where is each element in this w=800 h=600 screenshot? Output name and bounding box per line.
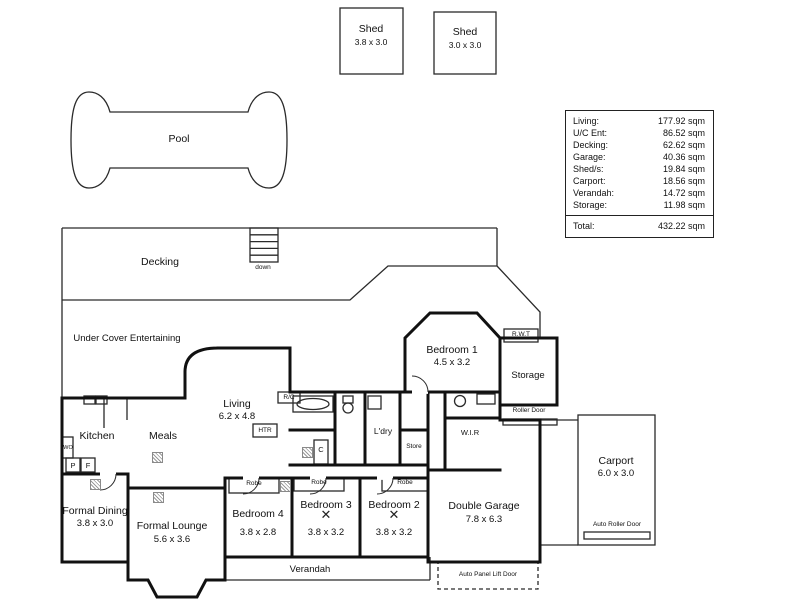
- pool-label: Pool: [168, 133, 190, 145]
- vent-hatch-icon: [302, 447, 313, 458]
- under-cover-label: Under Cover Entertaining: [73, 333, 181, 344]
- pool-outline: [70, 91, 288, 189]
- stairs-down-label: down: [255, 264, 271, 271]
- shed-1-outline: [339, 7, 404, 75]
- shed-2-outline: [433, 11, 497, 75]
- double-garage-name: Double Garage: [448, 500, 520, 512]
- areas-table: Living: 177.92 sqm U/C Ent: 86.52 sqm Deck…: [565, 110, 714, 238]
- living-size: 6.2 x 4.8: [218, 411, 256, 422]
- area-label: Shed/s:: [573, 164, 604, 174]
- carport-size: 6.0 x 3.0: [597, 468, 635, 479]
- vent-hatch-icon: [152, 452, 163, 463]
- area-value: 14.72 sqm: [662, 188, 705, 198]
- area-value: 62.62 sqm: [662, 140, 705, 150]
- bedroom3-size: 3.8 x 3.2: [307, 527, 345, 538]
- formal-dining-name: Formal Dining: [62, 505, 128, 517]
- formal-lounge-name: Formal Lounge: [136, 520, 208, 532]
- area-row: Living: 177.92 sqm: [566, 115, 713, 127]
- double-garage-size: 7.8 x 6.3: [465, 514, 503, 525]
- area-value: 40.36 sqm: [662, 152, 705, 162]
- cupboard-label: C: [318, 445, 324, 454]
- auto-roller-door-bar: [583, 531, 651, 540]
- door-openings: [100, 390, 428, 480]
- htr-label: HTR: [258, 427, 272, 434]
- house-walls: [60, 311, 559, 599]
- carport-name: Carport: [598, 455, 634, 467]
- area-label: Carport:: [573, 176, 606, 186]
- living-name: Living: [223, 398, 251, 410]
- carport-link-lines: [540, 419, 578, 546]
- decking-label: Decking: [141, 256, 179, 268]
- total-label: Total:: [573, 221, 595, 231]
- auto-roller-door-label: Auto Roller Door: [592, 521, 642, 528]
- vent-hatch-icon: [90, 479, 101, 490]
- auto-panel-lift-door-label: Auto Panel Lift Door: [458, 571, 518, 578]
- pantry-label: P: [70, 461, 76, 470]
- bedroom2-name: Bedroom 2: [368, 499, 420, 511]
- shed-2-label: Shed: [452, 26, 478, 38]
- vent-hatch-icon: [153, 492, 164, 503]
- carport-outline: [577, 414, 656, 546]
- table-divider: [566, 215, 713, 216]
- rc-label: R/C: [283, 394, 295, 401]
- formal-dining-size: 3.8 x 3.0: [76, 518, 114, 529]
- ensuite-fixtures: [453, 393, 496, 408]
- bedroom4-size: 3.8 x 2.8: [239, 527, 277, 538]
- formal-lounge-size: 5.6 x 3.6: [153, 534, 191, 545]
- area-label: Living:: [573, 116, 600, 126]
- fridge-label: F: [85, 461, 91, 470]
- area-row: Carport: 18.56 sqm: [566, 175, 713, 187]
- area-value: 86.52 sqm: [662, 128, 705, 138]
- wir-label: W.I.R: [460, 428, 480, 437]
- area-total-row: Total: 432.22 sqm: [566, 216, 713, 237]
- area-value: 19.84 sqm: [662, 164, 705, 174]
- area-row: Storage: 11.98 sqm: [566, 199, 713, 211]
- area-label: U/C Ent:: [573, 128, 608, 138]
- laundry-label: L'dry: [373, 426, 393, 436]
- storage-label: Storage: [511, 370, 545, 381]
- shed-2-size: 3.0 x 3.0: [448, 40, 482, 50]
- bedroom1-size: 4.5 x 3.2: [433, 357, 471, 368]
- area-label: Decking:: [573, 140, 609, 150]
- shed-1-size: 3.8 x 3.0: [354, 37, 388, 47]
- area-value: 11.98 sqm: [663, 200, 705, 210]
- area-value: 18.56 sqm: [662, 176, 705, 186]
- robe-label: Robe: [397, 479, 413, 486]
- stairs: [249, 227, 279, 263]
- bedroom4-name: Bedroom 4: [232, 508, 284, 520]
- bedroom3-name: Bedroom 3: [300, 499, 352, 511]
- area-row: Verandah: 14.72 sqm: [566, 187, 713, 199]
- shed-1-label: Shed: [358, 23, 384, 35]
- door-swing-arcs: [99, 375, 429, 495]
- robe-label: Robe: [311, 479, 327, 486]
- area-row: Shed/s: 19.84 sqm: [566, 163, 713, 175]
- kitchen-label: Kitchen: [79, 430, 115, 442]
- area-label: Garage:: [573, 152, 606, 162]
- kitchen-fixtures: [61, 395, 128, 473]
- store-label: Store: [406, 443, 422, 450]
- meals-label: Meals: [148, 430, 178, 442]
- area-row: Decking: 62.62 sqm: [566, 139, 713, 151]
- robe-label: Robe: [246, 480, 262, 487]
- total-value: 432.22 sqm: [657, 221, 705, 231]
- wall-oven-label: WO: [63, 445, 73, 451]
- roller-door-label: Roller Door: [512, 407, 546, 414]
- bedroom2-size: 3.8 x 3.2: [375, 527, 413, 538]
- area-value: 177.92 sqm: [657, 116, 705, 126]
- decking-outline: [61, 227, 541, 398]
- htr-box: [252, 423, 278, 438]
- cross-symbol: ✕: [388, 507, 400, 522]
- area-label: Verandah:: [573, 188, 615, 198]
- area-row: Garage: 40.36 sqm: [566, 151, 713, 163]
- rwt-box: [503, 328, 539, 343]
- rwt-label: R.W.T: [511, 331, 531, 338]
- area-label: Storage:: [573, 200, 608, 210]
- bedroom1-name: Bedroom 1: [426, 344, 478, 356]
- vent-hatch-icon: [280, 481, 291, 492]
- cross-symbol: ✕: [320, 507, 332, 522]
- area-row: U/C Ent: 86.52 sqm: [566, 127, 713, 139]
- verandah-label: Verandah: [289, 564, 331, 575]
